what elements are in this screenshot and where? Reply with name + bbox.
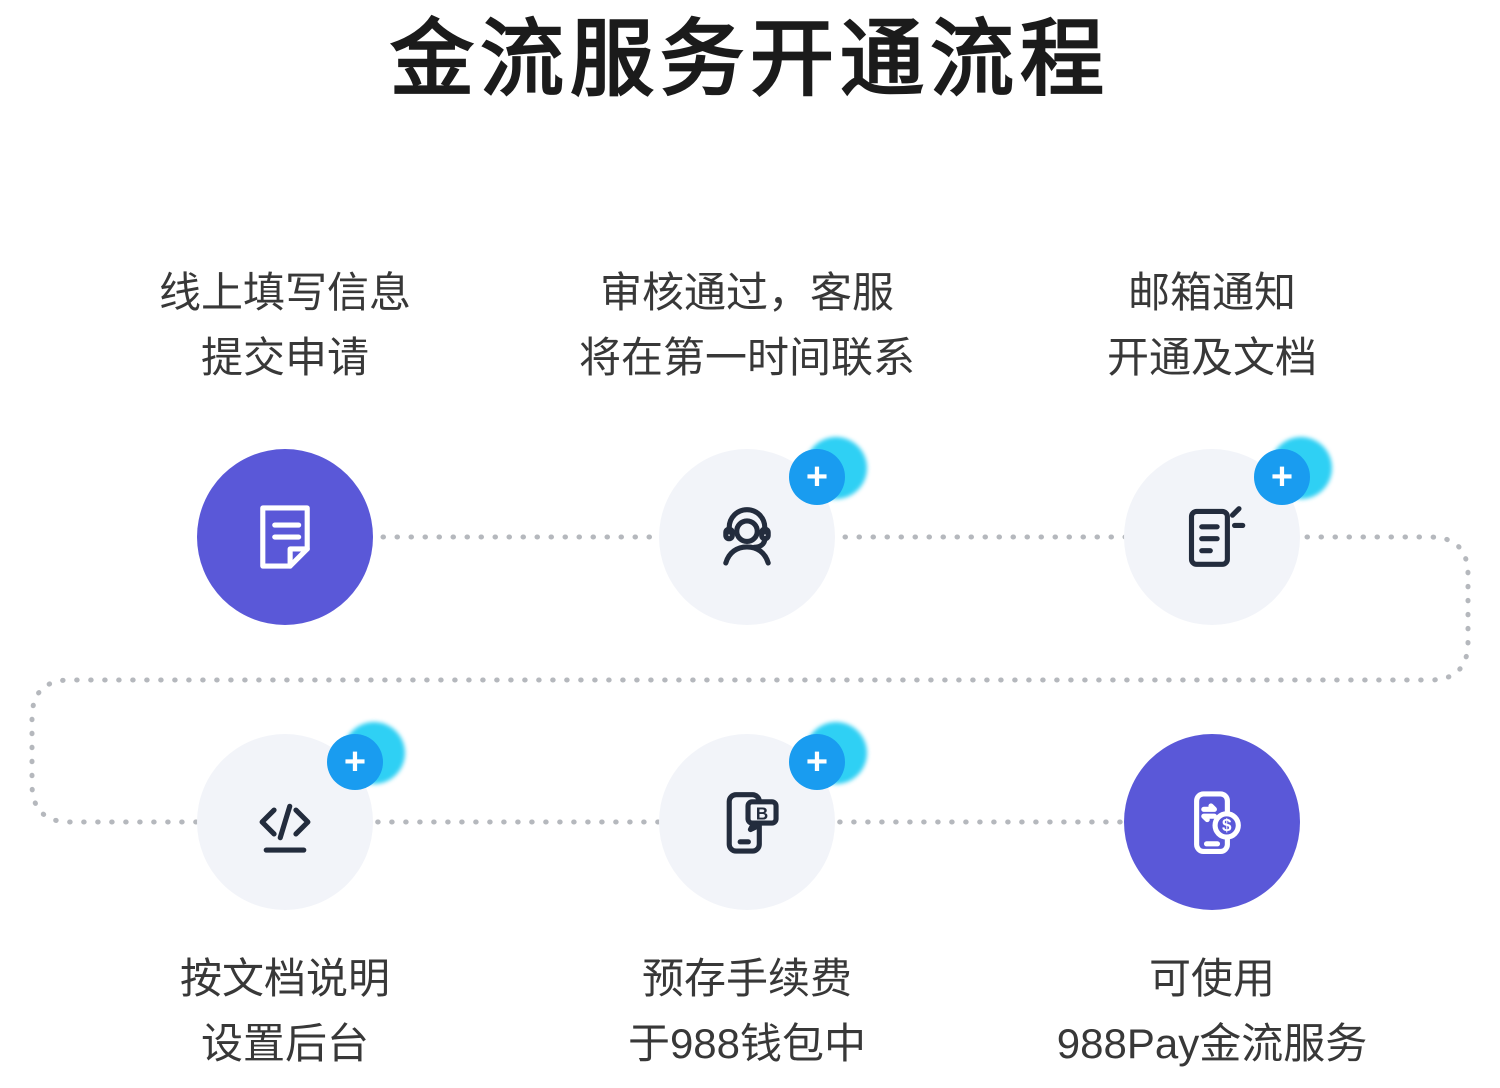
step-3-label: 邮箱通知 开通及文档 <box>902 260 1500 390</box>
step-4-label: 按文档说明 设置后台 <box>0 946 595 1076</box>
step-label-line: 邮箱通知 <box>1127 269 1296 316</box>
page-title: 金流服务开通流程 <box>389 12 1110 106</box>
step-2-circle: + <box>659 437 867 625</box>
step-label-line: 开通及文档 <box>1106 334 1317 381</box>
step-label-line: 线上填写信息 <box>158 269 411 316</box>
step-5-label: 预存手续费 于988钱包中 <box>437 946 1057 1076</box>
step-label-line: 可使用 <box>1148 955 1275 1002</box>
step-1-label: 线上填写信息 提交申请 <box>0 260 595 390</box>
plus-badge: + <box>1254 437 1332 515</box>
step-3-circle: + <box>1124 437 1332 625</box>
step-6-circle: $ <box>1124 734 1300 910</box>
step-label-line: 提交申请 <box>200 334 369 381</box>
step-label-line: 于988钱包中 <box>627 1020 867 1067</box>
step-label-line: 设置后台 <box>200 1020 369 1067</box>
step-2-label: 审核通过，客服 将在第一时间联系 <box>437 260 1057 390</box>
step-1-circle <box>197 449 373 625</box>
step-6-label: 可使用 988Pay金流服务 <box>902 946 1500 1076</box>
step-label-line: 按文档说明 <box>179 955 390 1002</box>
phone-message-icon: B <box>726 792 779 854</box>
plus-icon: + <box>789 449 845 505</box>
code-icon <box>259 803 311 853</box>
step-label-line: 将在第一时间联系 <box>578 334 915 381</box>
coin-symbol: $ <box>1222 816 1232 835</box>
clipboard-icon <box>1188 506 1246 567</box>
document-icon <box>260 505 310 569</box>
step-5-circle: B + <box>659 722 867 910</box>
step-label-line: 988Pay金流服务 <box>1056 1020 1368 1067</box>
step-label-line: 预存手续费 <box>641 955 852 1002</box>
step-label-line: 审核通过，客服 <box>599 269 894 316</box>
plus-badge: + <box>789 722 867 800</box>
step-4-circle: + <box>197 722 405 910</box>
plus-icon: + <box>789 734 845 790</box>
plus-badge: + <box>327 722 405 800</box>
plus-badge: + <box>789 437 867 515</box>
plus-icon: + <box>327 734 383 790</box>
bubble-letter: B <box>756 804 768 823</box>
phone-pay-icon: $ <box>1194 791 1241 854</box>
customer-service-icon <box>723 507 771 566</box>
plus-icon: + <box>1254 449 1310 505</box>
